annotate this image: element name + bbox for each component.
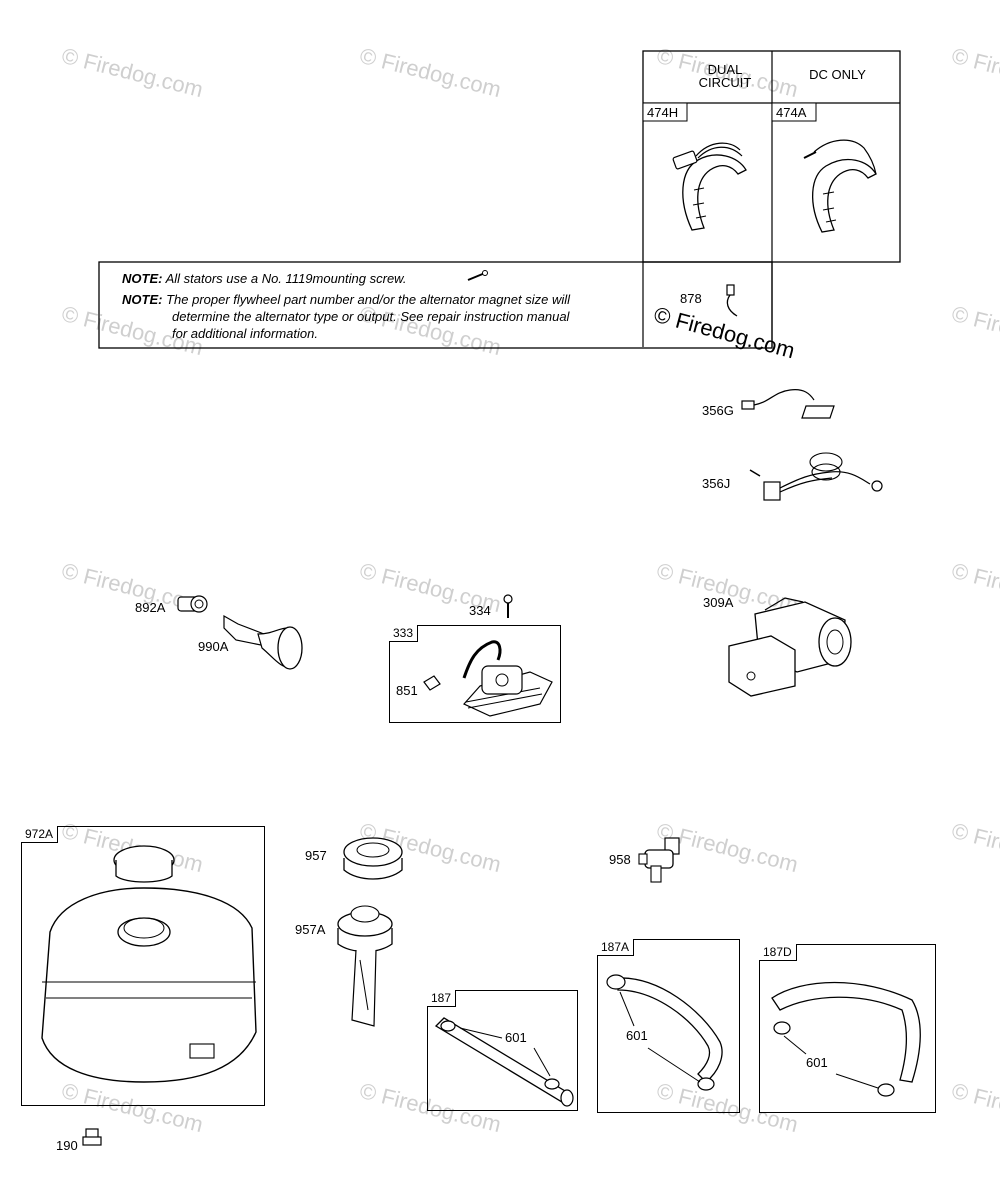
switch-892a-drawing	[177, 595, 208, 613]
part-474h-label: 474H	[647, 105, 679, 120]
part-892a-label: 892A	[135, 600, 166, 615]
hose-187-drawing	[434, 1017, 574, 1107]
part-309a-label: 309A	[703, 595, 734, 610]
starter-309a-drawing	[728, 597, 852, 697]
part-957-label: 957	[305, 848, 327, 863]
part-958-label: 958	[609, 852, 631, 867]
part-356g-label: 356G	[702, 403, 734, 418]
stator-474h-drawing	[672, 142, 747, 231]
part-333-tag: 333	[389, 625, 419, 642]
part-190-label: 190	[56, 1138, 78, 1153]
part-990a-label: 990A	[198, 639, 229, 654]
hose-187a-box	[597, 939, 740, 1113]
armature-333-drawing	[423, 640, 553, 717]
part-851-label: 851	[396, 683, 418, 698]
knob-990a-drawing	[223, 614, 303, 670]
note-2-line-1: The proper flywheel part number and/or t…	[166, 292, 571, 307]
hose-187d-box	[759, 944, 936, 1113]
shutoff-valve-958-drawing	[638, 837, 680, 883]
screw-334-drawing	[503, 594, 513, 618]
fuel-cap-957-drawing	[343, 837, 403, 880]
part-878-label: 878	[680, 291, 702, 306]
hose-187-box	[427, 990, 578, 1111]
part-187a-tag: 187A	[597, 939, 635, 956]
part-601-label: 601	[806, 1055, 828, 1070]
note-1-text: All stators use a No. 1119mounting screw…	[165, 271, 407, 286]
part-957a-label: 957A	[295, 922, 326, 937]
note-2: NOTE: The proper flywheel part number an…	[122, 292, 570, 308]
harness-356j-drawing	[749, 452, 883, 501]
dual-circuit-header: DUAL CIRCUIT	[698, 62, 752, 90]
wire-clip-878-drawing	[726, 284, 738, 317]
dc-only-header: DC ONLY	[809, 67, 866, 82]
part-356j-label: 356J	[702, 476, 731, 491]
part-334-label: 334	[469, 603, 491, 618]
fuel-tank-972a-drawing	[41, 845, 257, 1083]
stator-474a-drawing	[803, 139, 877, 233]
hose-187d-drawing	[771, 981, 921, 1097]
hose-187a-drawing	[606, 974, 723, 1091]
harness-356g-drawing	[741, 389, 835, 419]
part-972a-tag: 972A	[21, 826, 59, 843]
part-187d-tag: 187D	[759, 944, 797, 961]
fuel-tank-972a-box	[21, 826, 265, 1106]
fitting-190-drawing	[82, 1128, 102, 1146]
fuel-cap-gauge-957a-drawing	[337, 905, 393, 1027]
part-601-label: 601	[505, 1030, 527, 1045]
part-187-tag: 187	[427, 990, 457, 1007]
note-1: NOTE: All stators use a No. 1119mounting…	[122, 271, 406, 287]
note-2-line-3: for additional information.	[172, 326, 318, 341]
note-label: NOTE:	[122, 271, 163, 286]
screw-icon	[467, 270, 488, 281]
note-2-line-2: determine the alternator type or output.…	[172, 309, 570, 324]
armature-333-box	[389, 625, 561, 723]
note-label: NOTE:	[122, 292, 163, 307]
part-474a-label: 474A	[776, 105, 807, 120]
part-601-label: 601	[626, 1028, 648, 1043]
